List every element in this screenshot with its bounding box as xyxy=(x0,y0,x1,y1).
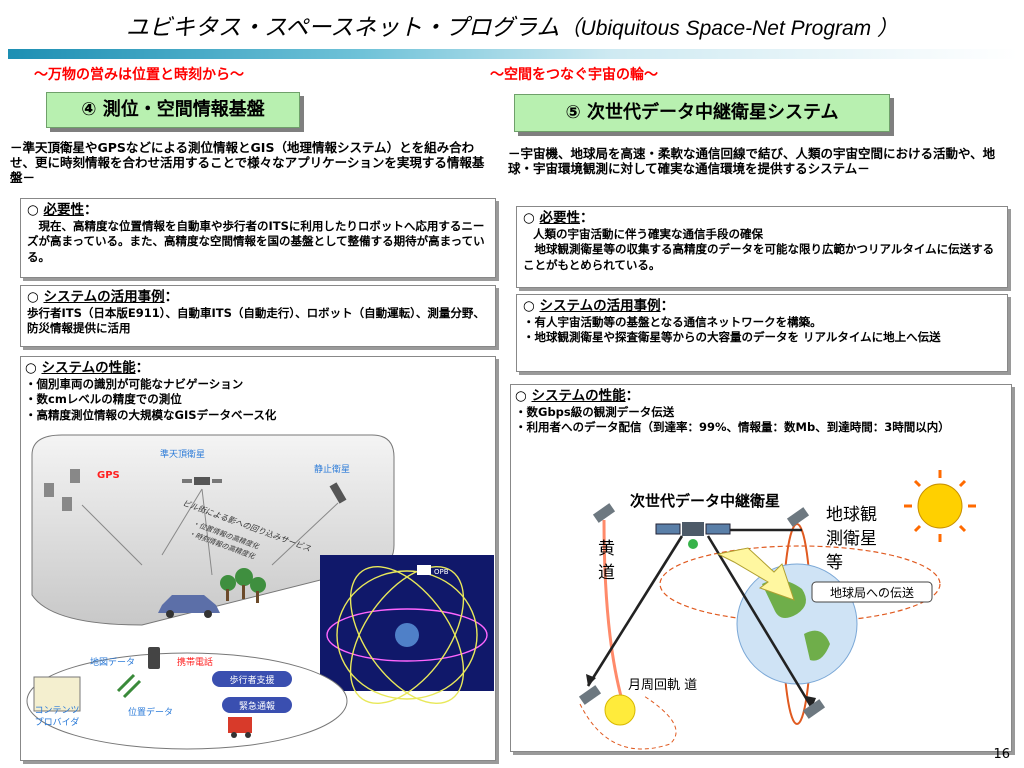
orbit-rings xyxy=(326,566,488,704)
left-usecases-text: 歩行者ITS（日本版E911）、自動車ITS（自動走行）、ロボット（自動運転）、… xyxy=(27,305,485,336)
map-data-label: 地図データ xyxy=(90,656,135,668)
ground-transmission-label: 地球局への伝送 xyxy=(830,585,914,600)
gps-satellites-icon xyxy=(44,469,80,511)
phone-icon xyxy=(148,647,160,669)
earth-icon xyxy=(395,623,419,647)
geo-satellite-icon xyxy=(329,482,347,504)
qzs-satellite-icon xyxy=(182,477,222,485)
left-performance-item: ・個別車両の識別が可能なナビゲーション xyxy=(25,376,244,391)
left-performance-item: ・高精度測位情報の大規模なGISデータベース化 xyxy=(25,407,277,422)
emergency-label: 緊急通報 xyxy=(239,700,275,712)
left-necessity-panel: ○ 必要性： 現在、高精度な位置情報を自動車や歩行者のITSに利用したりロボット… xyxy=(20,198,496,278)
transmission-arrow-icon xyxy=(716,547,795,601)
signal-lines xyxy=(81,488,339,576)
earth-obs-label: 測衛星 xyxy=(826,529,877,549)
relay-satellite-figure: 次世代データ中継衛星 黄 道 地球観 測衛星 等 地球局への伝送 月周回軌 道 xyxy=(578,470,976,750)
pedestrian-label: 歩行者支援 xyxy=(229,674,274,686)
gps-label: GPS xyxy=(97,470,120,481)
left-heading-box: ④ 測位・空間情報基盤 xyxy=(46,92,300,128)
content-provider-icon xyxy=(33,676,81,712)
right-description: －宇宙機、地球局を高速・柔軟な通信回線で結び、人類の宇宙空間における活動や、地球… xyxy=(508,146,996,176)
title-underline xyxy=(8,49,1018,59)
title-main: ユビキタス・スペースネット・プログラム xyxy=(125,15,560,41)
relay-orbit xyxy=(659,545,941,623)
right-usecases-heading: ○ システムの活用事例： xyxy=(523,298,675,314)
ecliptic-orbit xyxy=(602,519,624,701)
qzs-label: 準天頂衛星 xyxy=(160,448,205,460)
right-necessity-line2: 地球観測衛星等の収集する高精度のデータを可能な限り広範かつリアルタイムに伝送する… xyxy=(523,242,995,272)
opb-satellite-icon xyxy=(417,565,431,575)
sun-icon xyxy=(904,470,976,542)
arrowheads xyxy=(586,674,816,708)
earth-land-icon xyxy=(804,630,830,661)
moon-icon xyxy=(604,694,636,726)
earth-obs-label: 等 xyxy=(826,553,843,573)
right-necessity-panel: ○ 必要性： 人類の宇宙活動に伴う確実な通信手段の確保 地球観測衛星等の収集する… xyxy=(516,206,1008,288)
right-usecases-item: ・地球観測衛星や探査衛星等からの大容量のデータを リアルタイムに地上へ伝送 xyxy=(523,330,941,344)
emergency-badge xyxy=(222,697,292,713)
right-performance-item: ・数Gbps級の観測データ伝送 xyxy=(515,404,675,419)
relay-satellite-label: 次世代データ中継衛星 xyxy=(630,492,780,510)
left-slogan: ～万物の営みは位置と時刻から～ xyxy=(34,67,244,83)
position-data-label: 位置データ xyxy=(128,706,173,718)
left-performance-heading: ○ システムの性能： xyxy=(25,360,150,376)
left-necessity-text: 現在、高精度な位置情報を自動車や歩行者のITSに利用したりロボットへ応用するニー… xyxy=(27,218,485,264)
car-icon xyxy=(158,595,220,618)
earth-obs-label: 地球観 xyxy=(826,505,877,525)
lunar-orbit-label: 月周回軌 道 xyxy=(628,677,697,693)
left-usecases-panel: ○ システムの活用事例： 歩行者ITS（日本版E911）、自動車ITS（自動走行… xyxy=(20,285,496,347)
right-usecases-item: ・有人宇宙活動等の基盤となる通信ネットワークを構築。 xyxy=(523,314,822,329)
opb-label: OPB xyxy=(434,568,449,576)
page-number: 16 xyxy=(993,747,1010,762)
left-usecases-heading: ○ システムの活用事例： xyxy=(27,289,179,305)
right-necessity-line1: 人類の宇宙活動に伴う確実な通信手段の確保 xyxy=(533,226,763,241)
ecliptic-label: 道 xyxy=(598,563,615,583)
left-necessity-heading: ○ 必要性： xyxy=(27,202,98,218)
relay-links xyxy=(586,528,814,709)
trees-icon xyxy=(220,568,266,603)
lunar-orbit xyxy=(579,695,677,750)
ecliptic-label: 黄 xyxy=(598,539,615,559)
right-performance-heading: ○ システムの性能： xyxy=(515,388,640,404)
right-usecases-panel: ○ システムの活用事例： ・有人宇宙活動等の基盤となる通信ネットワークを構築。 … xyxy=(516,294,1008,372)
content-provider-label: プロバイダ xyxy=(35,716,80,728)
left-performance-item: ・数cmレベルの精度での測位 xyxy=(25,392,182,406)
title-sub: （Ubiquitous Space-Net Program ） xyxy=(559,17,899,40)
sky-area xyxy=(31,434,395,626)
earth-obs-satellite-icon xyxy=(786,507,810,527)
leo-satellite-icon xyxy=(592,503,616,523)
page-title: ユビキタス・スペースネット・プログラム（Ubiquitous Space-Net… xyxy=(0,8,1024,42)
positioning-figure: GPS 準天頂衛星 静止衛星 ビル街による影への回り込みサービス ・位置情報の高… xyxy=(26,434,494,750)
right-performance-item: ・利用者へのデータ配信（到達率：99%、情報量：数Mb、到達時間：3時間以内） xyxy=(515,420,950,434)
fire-truck-icon xyxy=(228,717,252,733)
content-provider-label: コンテンツ xyxy=(34,705,79,716)
geo-label: 静止衛星 xyxy=(314,463,350,475)
bottom-satellite-icon xyxy=(802,699,826,719)
relay-satellite-icon xyxy=(655,522,731,549)
left-description: －準天頂衛星やGPSなどによる測位情報とGIS（地理情報システム）とを組み合わせ… xyxy=(10,140,485,185)
pedestrian-support-badge xyxy=(212,671,292,687)
data-link-icon xyxy=(116,673,142,699)
right-necessity-heading: ○ 必要性： xyxy=(523,210,594,226)
ground-transmission-box xyxy=(811,581,933,603)
lunar-satellite-icon xyxy=(578,685,602,705)
right-slogan: ～空間をつなぐ宇宙の輪～ xyxy=(490,67,658,83)
phone-label: 携帯電話 xyxy=(177,656,213,668)
right-heading-box: ⑤ 次世代データ中継衛星システム xyxy=(514,94,890,132)
